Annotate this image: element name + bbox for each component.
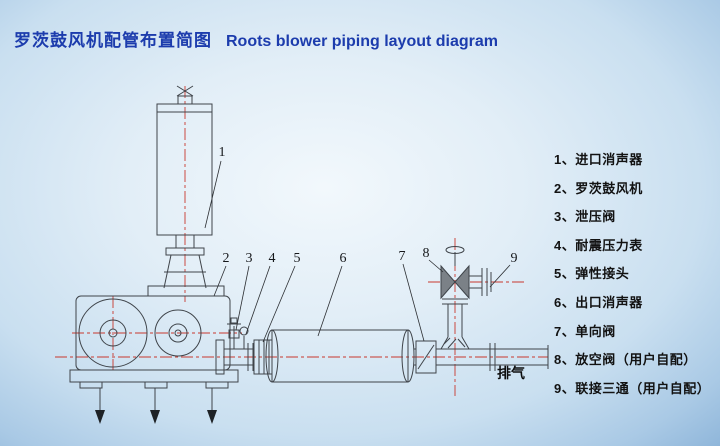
pressure-gauge-drawing [239, 326, 249, 349]
roots-blower-drawing [69, 285, 239, 410]
flexible-joint-drawing [253, 339, 273, 375]
callout-9: 9 [511, 251, 518, 266]
discharge-pipe-drawing [215, 339, 254, 375]
legend-item-6: 6、出口消声器 [554, 294, 643, 310]
callout-6: 6 [340, 251, 347, 266]
legend-item-8: 8、放空阀（用户自配） [554, 352, 697, 368]
title-chinese: 罗茨鼓风机配管布置简图 [14, 31, 212, 50]
legend-item-7: 7、单向阀 [554, 323, 616, 339]
check-valve-drawing [414, 340, 437, 374]
outlet-silencer-drawing [265, 329, 415, 383]
vent-valve-drawing [440, 246, 492, 300]
legend-item-4: 4、耐震压力表 [554, 237, 643, 253]
callout-8: 8 [423, 246, 430, 261]
exhaust-pipe-drawing [436, 343, 549, 371]
relief-valve-drawing [227, 317, 241, 349]
exhaust-label: 排气 [497, 365, 525, 381]
title-english: Roots blower piping layout diagram [226, 33, 499, 50]
page-title: 罗茨鼓风机配管布置简图 Roots blower piping layout di… [14, 26, 498, 51]
legend-item-5: 5、弹性接头 [554, 266, 630, 282]
legend-item-2: 2、罗茨鼓风机 [554, 180, 643, 196]
legend-item-9: 9、联接三通（用户自配） [554, 380, 711, 396]
callout-3: 3 [246, 251, 253, 266]
callout-7: 7 [399, 249, 406, 264]
connecting-tee-drawing [440, 298, 470, 350]
callout-2: 2 [223, 251, 230, 266]
legend: 1、进口消声器 2、罗茨鼓风机 3、泄压阀 4、耐震压力表 5、弹性接头 6、出… [554, 146, 718, 403]
inlet-silencer-drawing [156, 85, 213, 289]
legend-item-3: 3、泄压阀 [554, 209, 616, 225]
anchor-bolt-arrows [95, 410, 217, 424]
callout-5: 5 [294, 251, 301, 266]
callout-4: 4 [269, 251, 276, 266]
legend-item-1: 1、进口消声器 [554, 152, 643, 167]
callouts: 1 2 3 4 5 6 7 8 9 [204, 145, 518, 343]
callout-1: 1 [219, 145, 226, 160]
